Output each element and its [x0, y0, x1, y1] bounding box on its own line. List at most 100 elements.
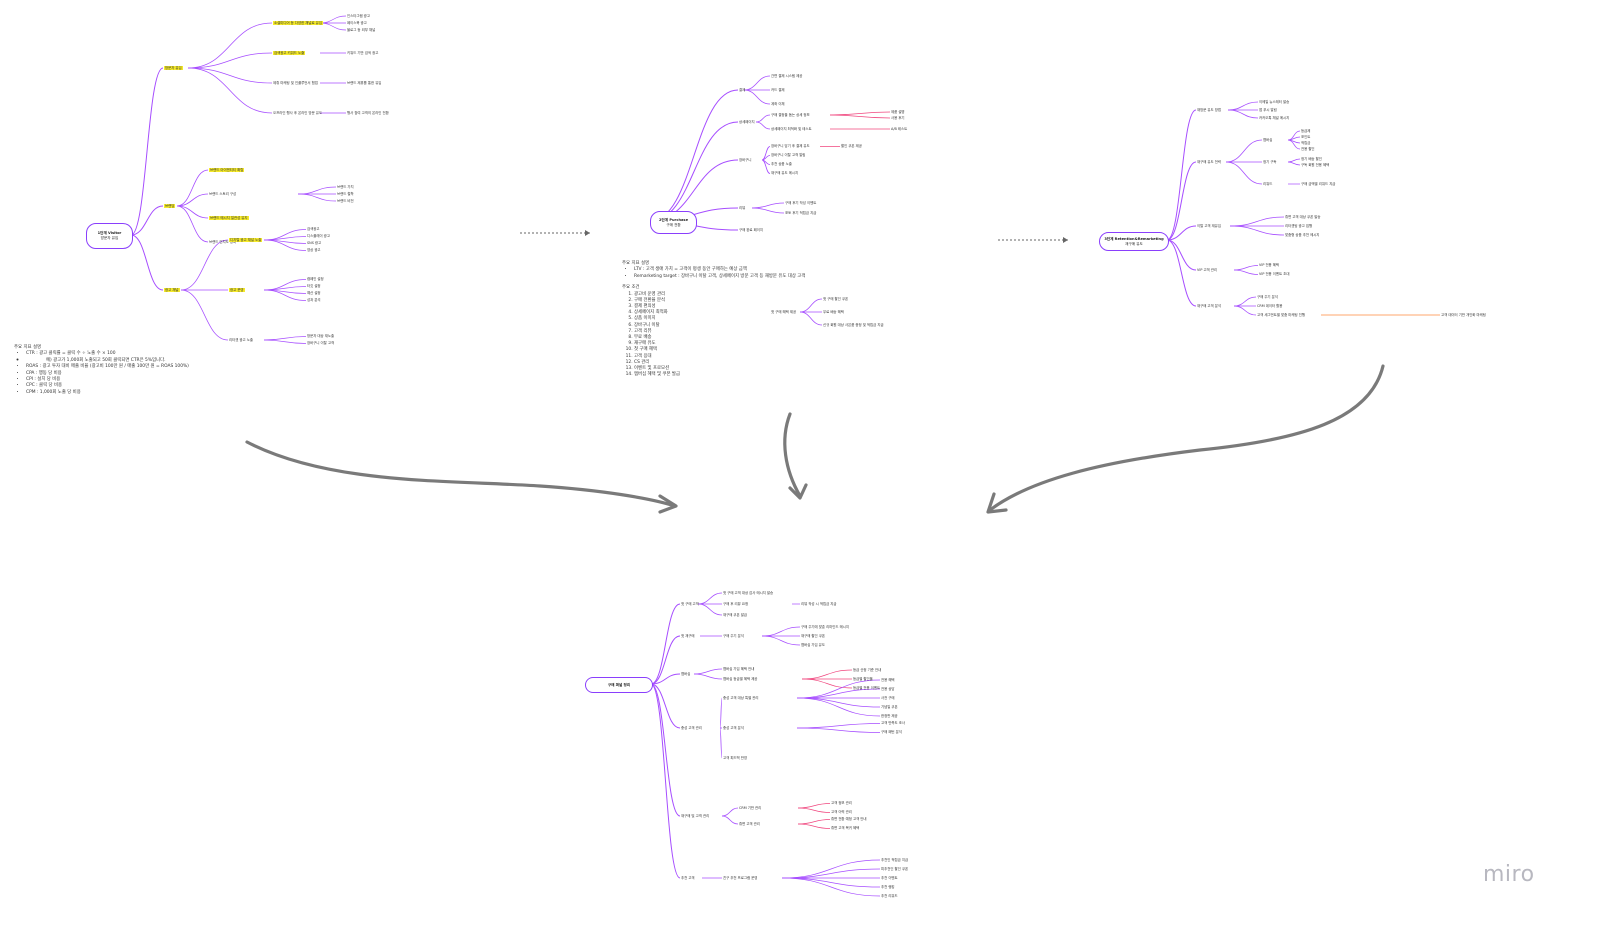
- final-note-4-1-0[interactable]: 휴면 전환 예정 고객 안내: [831, 817, 867, 821]
- stage1-note-0-3-0[interactable]: 행사 참여 고객의 온라인 전환: [347, 111, 389, 115]
- stage2-node-2-0[interactable]: 장바구니 담기 후 결제 유도: [771, 144, 810, 148]
- final-note-5-0-3[interactable]: 추천 랭킹: [881, 885, 895, 889]
- stage3-node-4-0[interactable]: 구매 주기 분석: [1257, 295, 1278, 299]
- stage3-node-2-2[interactable]: 맞춤형 상품 추천 메시지: [1285, 233, 1319, 237]
- stage1-node-0-2[interactable]: 제휴 마케팅 및 인플루언서 협업: [273, 81, 318, 85]
- stage2-node-2-3[interactable]: 재구매 유도 메시지: [771, 171, 798, 175]
- final-note-4-0-1[interactable]: 고객 이력 관리: [831, 810, 852, 814]
- stage1-note-1-1-1[interactable]: 브랜드 철학: [337, 192, 354, 196]
- final-note-3-0-1[interactable]: 전용 상담: [881, 687, 895, 691]
- final-node-4-1[interactable]: 휴면 고객 관리: [739, 822, 760, 826]
- final-note-2-1-0[interactable]: 등급 산정 기준 안내: [853, 668, 881, 672]
- stage3-node-1-0[interactable]: 멤버십: [1263, 138, 1272, 142]
- stage3-node-4-2[interactable]: 고객 세그먼트별 맞춤 마케팅 진행: [1257, 313, 1305, 317]
- stage1-node-1-2[interactable]: 브랜드 메시지 일관성 유지: [209, 215, 249, 220]
- stage3-node-3-0[interactable]: VIP 전용 혜택: [1259, 263, 1279, 267]
- stage3-node-1-1[interactable]: 정기 구독: [1263, 160, 1277, 164]
- stage2-node-1-1[interactable]: 상세페이지 최적화 및 테스트: [771, 127, 812, 131]
- stage2-note-1-0-0[interactable]: 제품 설명: [891, 110, 905, 114]
- final-note-2-1-1[interactable]: 등급별 할인율: [853, 677, 873, 681]
- stage2-note-1-0-1[interactable]: 사용 후기: [891, 116, 905, 120]
- stage3-node-2-0[interactable]: 휴면 고객 대상 쿠폰 발송: [1285, 215, 1321, 219]
- stage3-branch-2[interactable]: 이탈 고객 재유입: [1197, 224, 1221, 228]
- stage1-note-2-1-1[interactable]: 타깃 설정: [307, 284, 321, 288]
- final-note-1-0-1[interactable]: 재구매 할인 쿠폰: [801, 634, 825, 638]
- stage1-note-1-1-2[interactable]: 브랜드 비전: [337, 199, 354, 203]
- final-node-3-0[interactable]: 충성 고객 대상 특별 관리: [723, 696, 759, 700]
- stage2-cta-branch[interactable]: 첫 구매 혜택 제공: [771, 310, 796, 314]
- stage3-node-0-0[interactable]: 이메일 뉴스레터 발송: [1259, 100, 1289, 104]
- final-branch-3[interactable]: 충성 고객 관리: [681, 726, 702, 730]
- final-note-5-0-1[interactable]: 피추천인 할인 쿠폰: [881, 867, 908, 871]
- final-node-4-0[interactable]: CRM 기반 관리: [739, 806, 761, 810]
- final-node-2-0[interactable]: 멤버십 가입 혜택 안내: [723, 667, 754, 671]
- stage2-node-3-1[interactable]: 포토 후기 적립금 지급: [785, 211, 816, 215]
- stage3-note-1-0-0[interactable]: 등급제: [1301, 129, 1310, 133]
- final-note-3-0-2[interactable]: 사전 구매: [881, 696, 895, 700]
- stage1-note-2-1-0[interactable]: 캠페인 설정: [307, 277, 324, 281]
- final-node-2-1[interactable]: 멤버십 등급별 혜택 제공: [723, 677, 757, 681]
- stage3-note-1-1-0[interactable]: 정기 배송 할인: [1301, 157, 1322, 161]
- stage3-branch-3[interactable]: VIP 고객 관리: [1197, 268, 1217, 272]
- stage2-cta-node-2[interactable]: 신규 회원 대상 사은품 증정 및 적립금 지급: [823, 323, 884, 327]
- stage1-note-0-0-1[interactable]: 페이스북 광고: [347, 21, 367, 25]
- stage3-note-1-0-3[interactable]: 전용 할인: [1301, 147, 1315, 151]
- final-note-0-1-0[interactable]: 리뷰 작성 시 적립금 지급: [801, 602, 837, 606]
- stage2-branch-3[interactable]: 리뷰: [739, 206, 745, 210]
- final-note-2-1-2[interactable]: 등급별 전용 이벤트: [853, 686, 880, 690]
- stage2-node-1-0[interactable]: 구매 결정을 돕는 상세 정보: [771, 113, 810, 117]
- final-note-1-0-2[interactable]: 멤버십 가입 유도: [801, 643, 825, 647]
- final-note-5-0-4[interactable]: 추천 리워드: [881, 894, 898, 898]
- stage1-note-2-1-3[interactable]: 성과 분석: [307, 298, 321, 302]
- stage1-note-2-0-3[interactable]: 영상 광고: [307, 248, 321, 252]
- final-branch-5[interactable]: 추천 고객: [681, 876, 695, 880]
- stage1-node-1-3[interactable]: 브랜드 인지도 강화: [209, 240, 236, 244]
- stage1-note-2-1-2[interactable]: 예산 설정: [307, 291, 321, 295]
- stage2-node-0-1[interactable]: 카드 결제: [771, 88, 785, 92]
- stage1-node-0-0[interactable]: 소셜미디어 등 다양한 채널로 유입: [273, 20, 323, 25]
- final-node-3-1[interactable]: 충성 고객 분석: [723, 726, 744, 730]
- stage2-branch-4[interactable]: 구매 완료 페이지: [739, 228, 763, 232]
- stage3-branch-1[interactable]: 재구매 유도 전략: [1197, 160, 1221, 164]
- final-note-5-0-2[interactable]: 추천 이벤트: [881, 876, 898, 880]
- stage2-node-0-2[interactable]: 계좌 이체: [771, 102, 785, 106]
- stage3-branch-0[interactable]: 재방문 유도 방법: [1197, 108, 1221, 112]
- final-branch-2[interactable]: 멤버십: [681, 672, 690, 676]
- stage2-branch-0[interactable]: 결제: [739, 88, 745, 92]
- stage3-note-1-1-1[interactable]: 구독 회원 전용 혜택: [1301, 163, 1329, 167]
- final-node-0-1[interactable]: 구매 후 리뷰 요청: [723, 602, 748, 606]
- final-note-5-0-0[interactable]: 추천인 적립금 지급: [881, 858, 908, 862]
- final-note-3-1-1[interactable]: 구매 패턴 분석: [881, 730, 902, 734]
- final-note-1-0-0[interactable]: 구매 주기에 맞춘 리마인드 메시지: [801, 625, 849, 629]
- stage1-node-2-0[interactable]: 디지털 광고 채널 노출: [229, 237, 263, 242]
- stage1-note-2-0-2[interactable]: SNS 광고: [307, 241, 321, 245]
- stage2-note-1-1-0[interactable]: A/B 테스트: [891, 127, 907, 131]
- stage2-cta-node-1[interactable]: 무료 배송 혜택: [823, 310, 844, 314]
- final-node-0-0[interactable]: 첫 구매 고객 대상 감사 메시지 발송: [723, 591, 773, 595]
- stage1-branch-0[interactable]: 방문자 유입: [164, 65, 183, 70]
- stage2-node-2-1[interactable]: 장바구니 이탈 고객 알림: [771, 153, 805, 157]
- final-note-3-0-0[interactable]: 전용 혜택: [881, 678, 895, 682]
- stage3-node-3-1[interactable]: VIP 전용 이벤트 초대: [1259, 272, 1289, 276]
- stage3-node-0-2[interactable]: 카카오톡 채널 메시지: [1259, 116, 1289, 120]
- stage1-node-1-0[interactable]: 브랜드 아이덴티티 확립: [209, 167, 245, 172]
- final-note-3-0-3[interactable]: 기념일 쿠폰: [881, 705, 898, 709]
- stage3-branch-4[interactable]: 재구매 고객 분석: [1197, 304, 1221, 308]
- final-branch-1[interactable]: 첫 재구매: [681, 634, 695, 638]
- stage1-note-2-0-0[interactable]: 검색광고: [307, 227, 319, 231]
- stage3-node-4-1[interactable]: CRM 데이터 활용: [1257, 304, 1282, 308]
- stage3-node-2-1[interactable]: 리타겟팅 광고 집행: [1285, 224, 1312, 228]
- final-note-3-0-4[interactable]: 한정판 제공: [881, 714, 898, 718]
- stage3-note-1-0-1[interactable]: 포인트: [1301, 135, 1310, 139]
- stage1-note-0-1-0[interactable]: 키워드 기반 검색 광고: [347, 51, 378, 55]
- stage3-note-4-2-0[interactable]: 고객 데이터 기반 개인화 마케팅: [1441, 313, 1486, 317]
- stage2-cta-node-0[interactable]: 첫 구매 할인 쿠폰: [823, 297, 848, 301]
- stage1-node-1-1[interactable]: 브랜드 스토리 구성: [209, 192, 236, 196]
- stage2-node-0-0[interactable]: 간편 결제 시스템 제공: [771, 74, 802, 78]
- stage2-node-2-2[interactable]: 추천 상품 노출: [771, 162, 792, 166]
- stage1-node-0-1[interactable]: 검색광고 키워드 노출: [273, 50, 306, 55]
- final-node-1-0[interactable]: 구매 주기 분석: [723, 634, 744, 638]
- stage3-note-1-0-2[interactable]: 적립금: [1301, 141, 1310, 145]
- stage1-node-2-2[interactable]: 리타겟 광고 노출: [229, 338, 253, 342]
- final-note-4-1-1[interactable]: 휴면 고객 복귀 혜택: [831, 826, 859, 830]
